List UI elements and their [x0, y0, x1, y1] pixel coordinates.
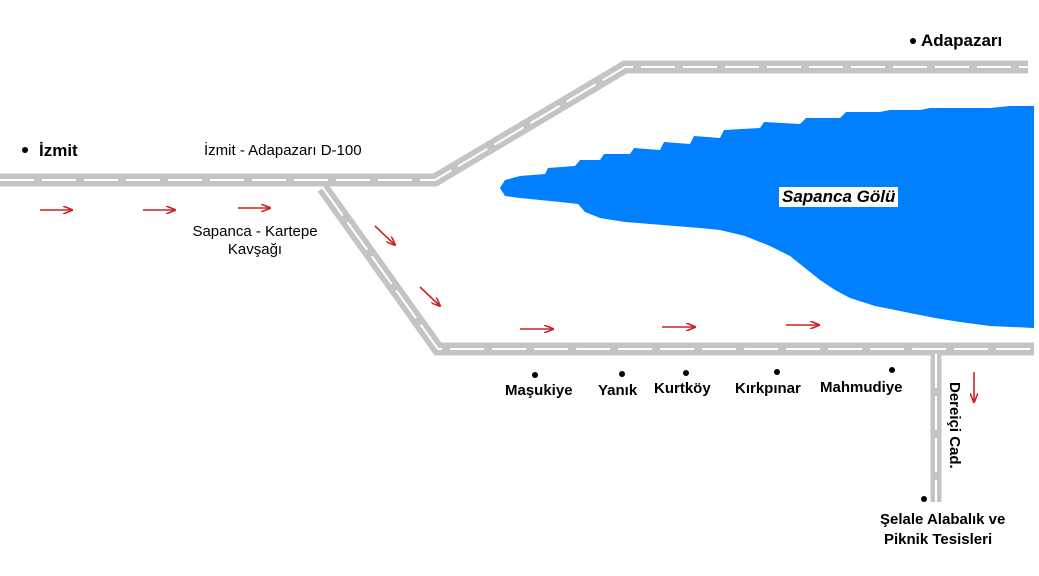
down-right-arrow-icon — [374, 225, 395, 245]
village-label-kurtkoy: Kurtköy — [654, 380, 711, 397]
location-dot-icon — [889, 367, 895, 373]
location-dot-icon — [619, 371, 625, 377]
destination-label-line2: Piknik Tesisleri — [884, 531, 993, 548]
lake-shape — [500, 106, 1034, 328]
junction-label: Sapanca - Kartepe Kavşağı — [180, 223, 330, 259]
junction-label-line1: Sapanca - Kartepe — [192, 223, 318, 240]
side-road-label: Dereiçi Cad. — [946, 382, 963, 469]
destination-label-line1: Şelale Alabalık ve — [880, 511, 1006, 528]
location-dot-icon — [774, 369, 780, 375]
lake-label: Sapanca Gölü — [779, 187, 899, 207]
down-right-arrow-icon — [419, 286, 440, 306]
location-dots — [22, 38, 927, 502]
location-dot-icon — [910, 38, 916, 44]
location-dot-icon — [532, 372, 538, 378]
village-label-yanik: Yanık — [598, 382, 638, 399]
destination-label: Şelale Alabalık ve Piknik Tesisleri — [880, 510, 1005, 550]
village-label-masukiye: Maşukiye — [505, 382, 573, 399]
road-label-d100: İzmit - Adapazarı D-100 — [204, 142, 362, 159]
village-label-mahmudiye: Mahmudiye — [820, 379, 903, 396]
location-dot-icon — [683, 370, 689, 376]
city-label-izmit: İzmit — [39, 141, 78, 160]
village-label-kirkpinar: Kırkpınar — [735, 380, 801, 397]
junction-label-line2: Kavşağı — [227, 241, 283, 258]
location-dot-icon — [22, 147, 28, 153]
city-label-adapazari: Adapazarı — [921, 31, 1003, 50]
direction-arrows — [40, 208, 974, 402]
location-dot-icon — [921, 496, 927, 502]
